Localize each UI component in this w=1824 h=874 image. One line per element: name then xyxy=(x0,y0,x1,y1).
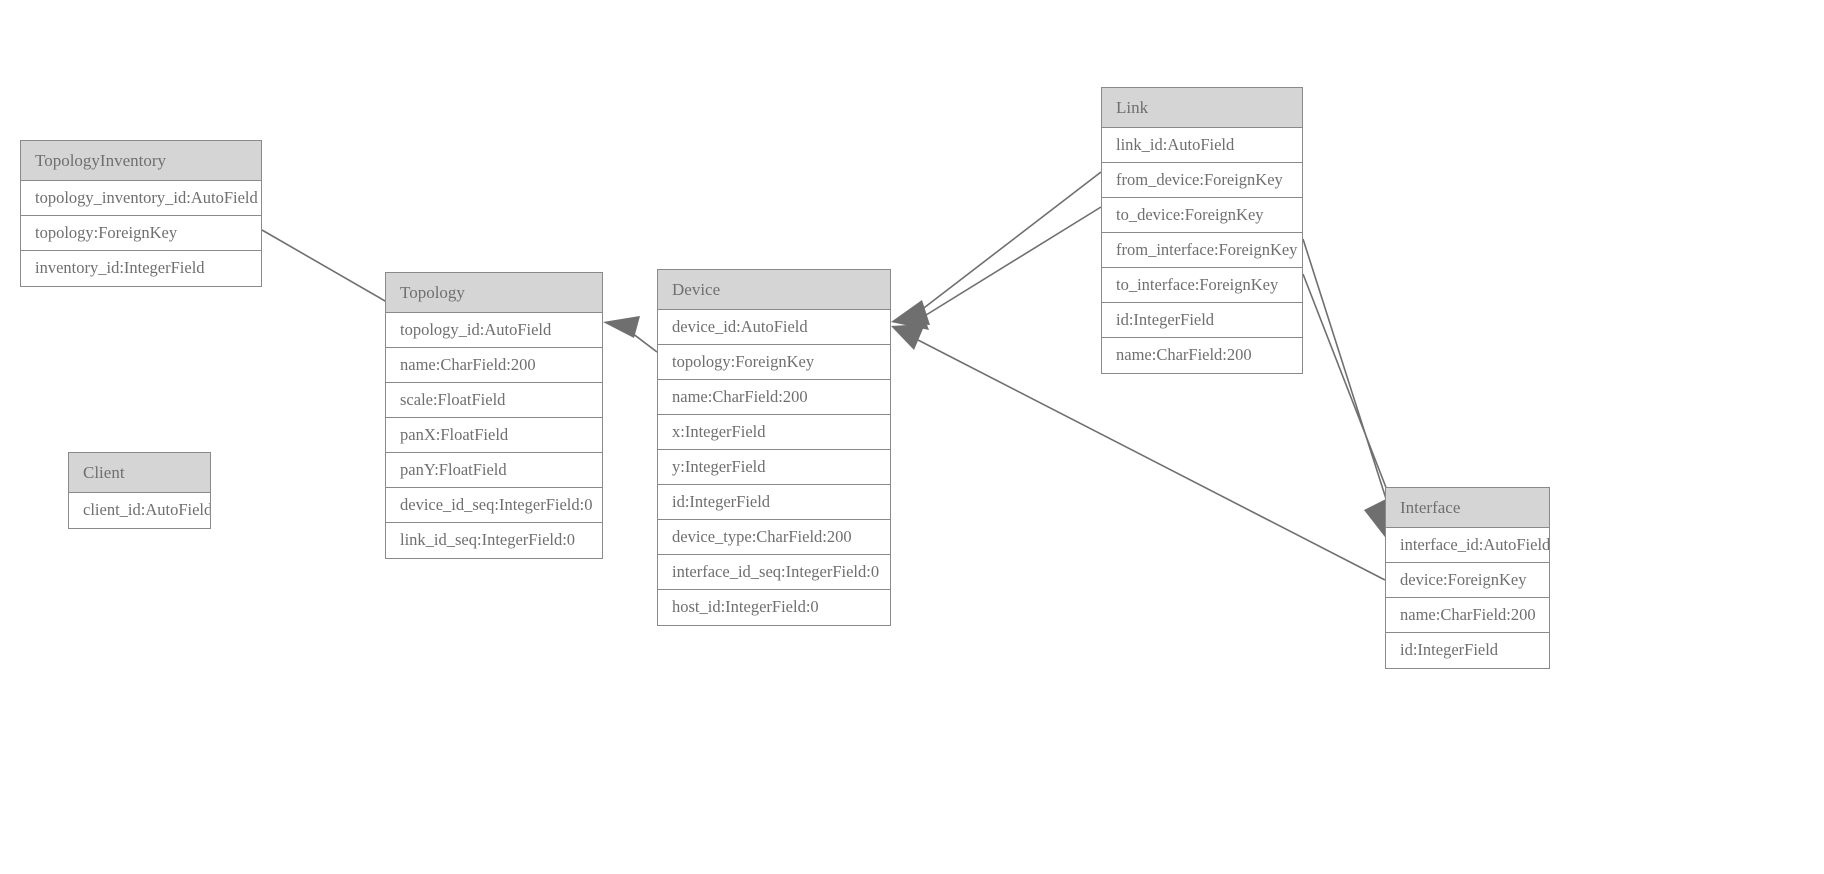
entity-field: device_type:CharField:200 xyxy=(658,520,890,555)
entity-field: name:CharField:200 xyxy=(658,380,890,415)
edge-link-from-device xyxy=(891,171,1102,325)
entity-field: to_interface:ForeignKey xyxy=(1102,268,1302,303)
entity-field: id:IntegerField xyxy=(658,485,890,520)
entity-field: topology:ForeignKey xyxy=(658,345,890,380)
entity-field: topology_inventory_id:AutoField xyxy=(21,181,261,216)
entity-field: panY:FloatField xyxy=(386,453,602,488)
entity-interface[interactable]: Interface interface_id:AutoField device:… xyxy=(1385,487,1550,669)
edge-link-to-interface xyxy=(1302,273,1395,537)
entity-field: scale:FloatField xyxy=(386,383,602,418)
entity-client[interactable]: Client client_id:AutoField xyxy=(68,452,211,529)
entity-field: from_device:ForeignKey xyxy=(1102,163,1302,198)
edge-link-to-device xyxy=(891,206,1102,330)
entity-field: id:IntegerField xyxy=(1400,640,1499,659)
entity-field: interface_id_seq:IntegerField:0 xyxy=(658,555,890,590)
entity-field: inventory_id:IntegerField xyxy=(35,258,205,277)
entity-field: topology:ForeignKey xyxy=(21,216,261,251)
entity-field: device_id:AutoField xyxy=(658,310,890,345)
entity-field: link_id:AutoField xyxy=(1102,128,1302,163)
entity-field: interface_id:AutoField xyxy=(1386,528,1549,563)
entity-topologyinventory[interactable]: TopologyInventory topology_inventory_id:… xyxy=(20,140,262,287)
entity-field: id:IntegerField xyxy=(1102,303,1302,338)
entity-title: Link xyxy=(1102,88,1302,128)
entity-topology[interactable]: Topology topology_id:AutoField name:Char… xyxy=(385,272,603,559)
entity-field: y:IntegerField xyxy=(658,450,890,485)
entity-field: from_interface:ForeignKey xyxy=(1102,233,1302,268)
entity-link[interactable]: Link link_id:AutoField from_device:Forei… xyxy=(1101,87,1303,374)
entity-field: device_id_seq:IntegerField:0 xyxy=(386,488,602,523)
entity-field: link_id_seq:IntegerField:0 xyxy=(400,530,576,549)
entity-field: x:IntegerField xyxy=(658,415,890,450)
entity-field: panX:FloatField xyxy=(386,418,602,453)
entity-field: client_id:AutoField xyxy=(83,500,210,519)
entity-device[interactable]: Device device_id:AutoField topology:Fore… xyxy=(657,269,891,626)
entity-field: to_device:ForeignKey xyxy=(1102,198,1302,233)
entity-field: device:ForeignKey xyxy=(1386,563,1549,598)
entity-title: Interface xyxy=(1386,488,1549,528)
entity-field: name:CharField:200 xyxy=(1386,598,1549,633)
edge-device-topology xyxy=(603,316,658,353)
entity-field: topology_id:AutoField xyxy=(386,313,602,348)
entity-title: Topology xyxy=(386,273,602,313)
entity-title: Client xyxy=(69,453,210,493)
entity-field: host_id:IntegerField:0 xyxy=(672,597,819,616)
edge-link-from-interface xyxy=(1302,238,1389,537)
entity-field: name:CharField:200 xyxy=(1116,345,1252,364)
entity-title: Device xyxy=(658,270,890,310)
entity-title: TopologyInventory xyxy=(21,141,261,181)
entity-field: name:CharField:200 xyxy=(386,348,602,383)
